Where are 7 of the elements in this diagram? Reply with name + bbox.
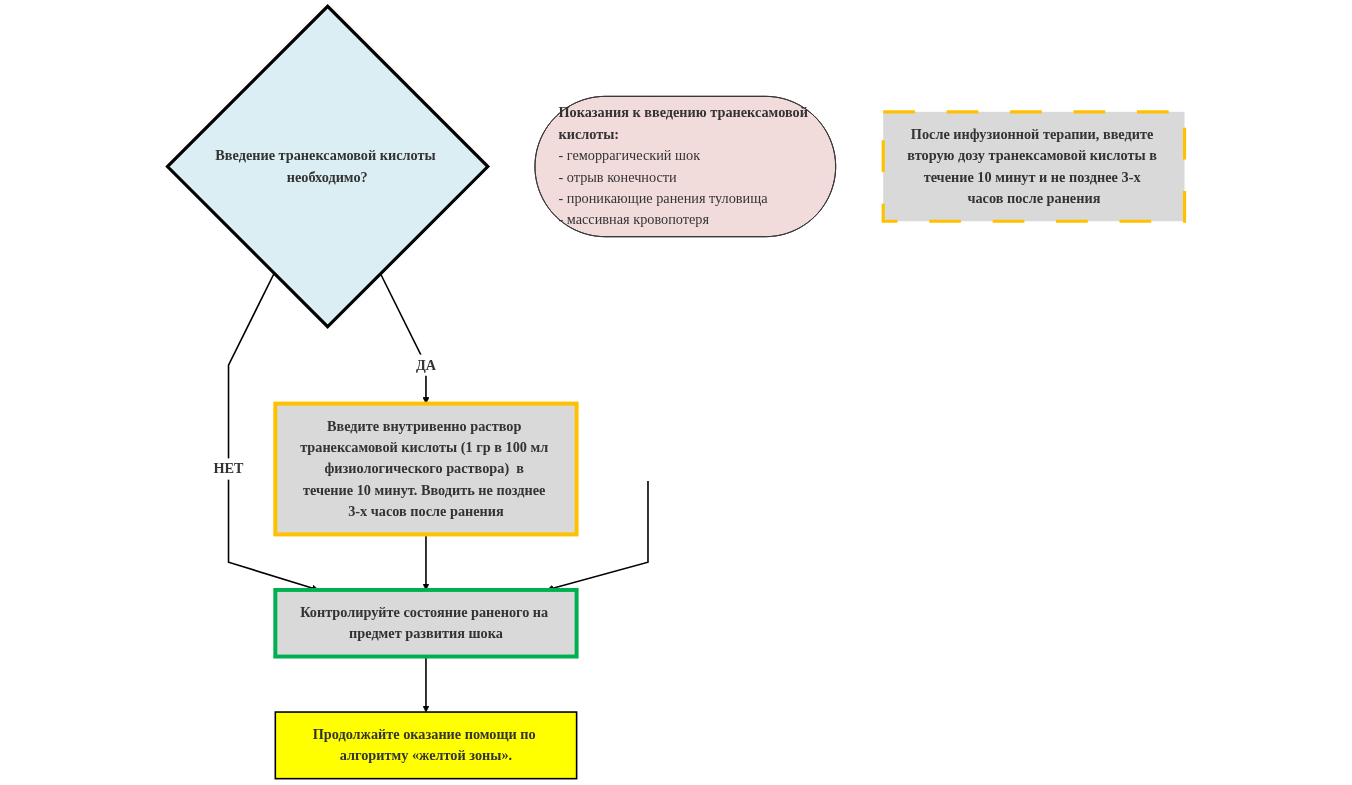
- node-box: Введите внутривенно раствор транексамовой кислоты (1 гр в 100 мл физиологического раствора) в течение 10 минут. Вводить не позднее 3-х часов после ранения: [273, 401, 579, 537]
- edge-label: ДА: [415, 356, 437, 373]
- node-box: Продолжайте оказание помощи по алгоритму «желтой зоны».: [274, 711, 578, 780]
- node-box: После инфузионной терапии, введите вторую дозу транексамовой кислоты в течение 10 минут и не позднее 3-х часов после ранения: [881, 110, 1187, 223]
- node-box: Контролируйте состояние раненого на предмет развития шока: [273, 587, 579, 659]
- node-diamond: Введение транексамовой кислоты необходимо?: [165, 4, 491, 329]
- edge-label: НЕТ: [213, 460, 244, 477]
